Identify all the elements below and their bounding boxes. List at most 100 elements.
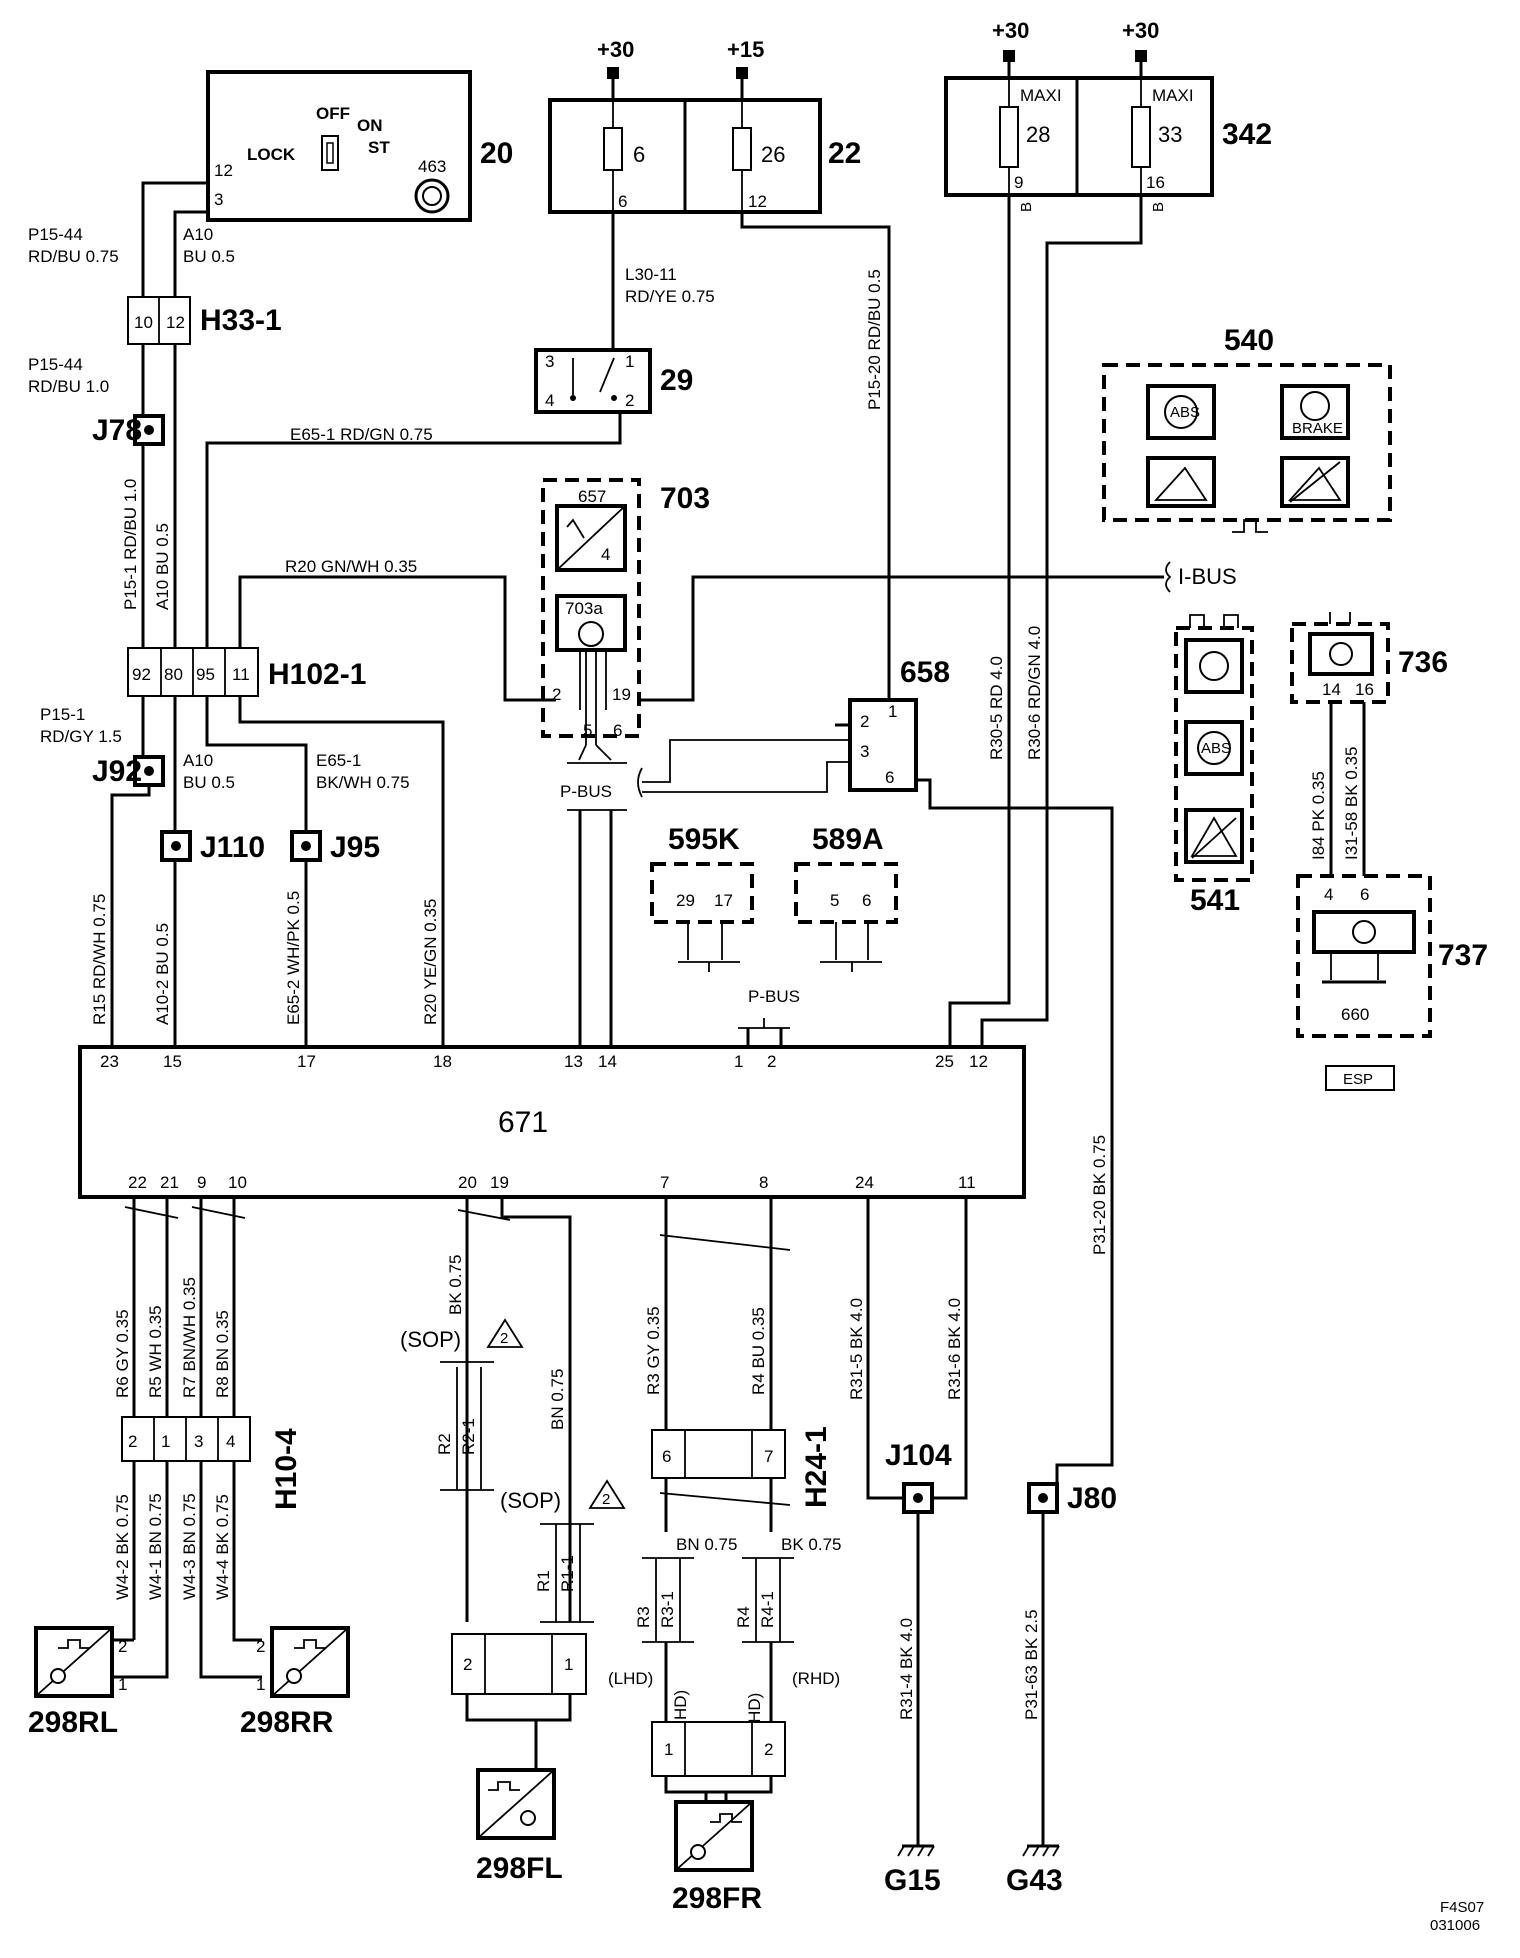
- svg-text:ESP: ESP: [1343, 1071, 1373, 1088]
- svg-text:9: 9: [1014, 173, 1023, 192]
- svg-text:595K: 595K: [668, 823, 740, 856]
- svg-text:2: 2: [552, 685, 561, 704]
- svg-text:22: 22: [128, 1173, 147, 1192]
- svg-text:BRAKE: BRAKE: [1292, 420, 1343, 437]
- svg-text:MAXI: MAXI: [1152, 86, 1194, 105]
- svg-text:4: 4: [226, 1432, 235, 1451]
- svg-text:G43: G43: [1006, 1864, 1063, 1897]
- svg-text:R1-1: R1-1: [558, 1555, 577, 1592]
- splice-j78: J78: [92, 414, 165, 447]
- svg-text:16: 16: [1355, 680, 1374, 699]
- svg-text:RD/GY 1.5: RD/GY 1.5: [40, 727, 122, 746]
- svg-text:BK/WH 0.75: BK/WH 0.75: [316, 773, 410, 792]
- svg-text:14: 14: [598, 1052, 617, 1071]
- connector-h10-4: 2 1 3 4 H10-4: [121, 1416, 303, 1510]
- brake-warning-icon: [1199, 651, 1229, 681]
- svg-text:R2-1: R2-1: [459, 1418, 478, 1455]
- svg-text:R7 BN/WH 0.35: R7 BN/WH 0.35: [180, 1277, 199, 1398]
- svg-text:R5 WH 0.35: R5 WH 0.35: [146, 1305, 165, 1398]
- svg-text:ABS: ABS: [1201, 740, 1231, 757]
- module-589a: 589A 5 6: [794, 823, 898, 924]
- svg-text:RD/BU 0.75: RD/BU 0.75: [28, 247, 119, 266]
- svg-text:W4-3 BN 0.75: W4-3 BN 0.75: [180, 1493, 199, 1600]
- svg-text:9: 9: [197, 1173, 206, 1192]
- diagram-code: F4S07: [1440, 1899, 1484, 1916]
- svg-text:3: 3: [194, 1432, 203, 1451]
- svg-text:W4-1 BN 0.75: W4-1 BN 0.75: [146, 1493, 165, 1600]
- svg-text:2: 2: [128, 1432, 137, 1451]
- module-737: 4 6 660 737: [1296, 874, 1488, 1038]
- key-ring-icon: [414, 178, 450, 214]
- warning-triangle: 2: [588, 1479, 626, 1509]
- svg-text:P15-20 RD/BU 0.5: P15-20 RD/BU 0.5: [865, 269, 884, 410]
- svg-text:589A: 589A: [812, 823, 884, 856]
- svg-text:1: 1: [888, 702, 897, 721]
- svg-text:R30-6 RD/GN 4.0: R30-6 RD/GN 4.0: [1025, 626, 1044, 760]
- svg-text:29: 29: [660, 364, 693, 397]
- esp-warning-icon: [1190, 816, 1238, 857]
- svg-text:B: B: [1150, 202, 1167, 212]
- svg-text:3: 3: [214, 190, 223, 209]
- svg-text:W4-4 BK 0.75: W4-4 BK 0.75: [213, 1494, 232, 1600]
- svg-text:ABS: ABS: [1170, 404, 1200, 421]
- module-703: 703 657 4 703a 2 19 5 6: [541, 478, 710, 740]
- svg-text:11: 11: [232, 665, 250, 684]
- maxi-fuse-box-342: MAXI MAXI 28 33 9 16 342: [944, 76, 1272, 197]
- svg-text:17: 17: [714, 891, 733, 910]
- svg-text:6: 6: [618, 192, 627, 211]
- svg-text:3: 3: [860, 742, 869, 761]
- svg-text:I31-58 BK 0.35: I31-58 BK 0.35: [1342, 747, 1361, 860]
- gauge-icon: [578, 621, 604, 647]
- svg-text:BK 0.75: BK 0.75: [446, 1255, 465, 1316]
- svg-text:ST: ST: [368, 138, 390, 157]
- svg-text:671: 671: [498, 1106, 548, 1139]
- svg-text:11: 11: [958, 1173, 976, 1192]
- svg-text:5: 5: [583, 721, 592, 740]
- svg-text:80: 80: [164, 665, 183, 684]
- svg-text:BN 0.75: BN 0.75: [548, 1369, 567, 1430]
- svg-text:J104: J104: [885, 1439, 952, 1472]
- svg-text:737: 737: [1438, 939, 1488, 972]
- svg-text:19: 19: [612, 685, 631, 704]
- svg-text:2: 2: [602, 1491, 610, 1508]
- svg-text:5: 5: [830, 891, 839, 910]
- svg-text:A10: A10: [183, 225, 213, 244]
- connector-fr: 1 2: [651, 1721, 786, 1777]
- esp-badge: ESP: [1325, 1065, 1395, 1091]
- svg-text:2: 2: [625, 391, 634, 410]
- svg-text:BU 0.5: BU 0.5: [183, 247, 235, 266]
- svg-text:736: 736: [1398, 646, 1448, 679]
- svg-text:P-BUS: P-BUS: [560, 782, 612, 801]
- fuse-28: [999, 106, 1019, 168]
- svg-text:2: 2: [767, 1052, 776, 1071]
- svg-text:7: 7: [660, 1173, 669, 1192]
- svg-text:92: 92: [132, 665, 151, 684]
- svg-text:298RR: 298RR: [240, 1706, 334, 1739]
- fuse-6: [603, 127, 623, 171]
- svg-text:BK 0.75: BK 0.75: [781, 1535, 842, 1554]
- wheel-sensor-298rr: 2 1 298RR: [240, 1626, 350, 1739]
- svg-text:298RL: 298RL: [28, 1706, 118, 1739]
- svg-text:660: 660: [1341, 1005, 1369, 1024]
- svg-text:R6 GY 0.35: R6 GY 0.35: [113, 1309, 132, 1398]
- svg-text:R20 YE/GN 0.35: R20 YE/GN 0.35: [421, 899, 440, 1025]
- svg-text:E65-2 WH/PK 0.5: E65-2 WH/PK 0.5: [284, 891, 303, 1025]
- svg-text:1: 1: [564, 1655, 573, 1674]
- svg-text:R1: R1: [534, 1570, 553, 1592]
- svg-text:J92: J92: [92, 755, 142, 788]
- svg-text:1: 1: [118, 1675, 127, 1694]
- svg-text:28: 28: [1026, 122, 1050, 147]
- splice-j92: J92: [92, 755, 165, 788]
- svg-text:1: 1: [734, 1052, 743, 1071]
- module-541: ABS 541: [1174, 614, 1254, 917]
- svg-text:E65-1: E65-1: [316, 751, 361, 770]
- wheel-sensor-298fr: 298FR: [672, 1800, 762, 1915]
- fuse-26: [732, 127, 752, 171]
- svg-text:R31-6 BK 4.0: R31-6 BK 4.0: [945, 1298, 964, 1400]
- svg-text:R30-5 RD 4.0: R30-5 RD 4.0: [987, 656, 1006, 760]
- svg-text:19: 19: [490, 1173, 509, 1192]
- svg-text:+15: +15: [727, 37, 764, 62]
- svg-text:18: 18: [433, 1052, 452, 1071]
- svg-text:703a: 703a: [565, 599, 603, 618]
- svg-text:H33-1: H33-1: [200, 304, 282, 337]
